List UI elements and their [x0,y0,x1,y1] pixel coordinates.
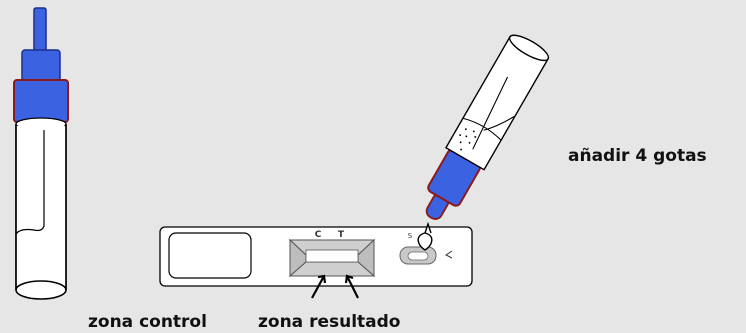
vial-body-fill [16,126,66,290]
arrow-result [346,275,359,299]
result-zone-label: zona resultado [258,312,401,332]
add-drops-label: añadir 4 gotas [568,146,707,166]
result-pointers [311,274,359,299]
marker-s: S [408,232,413,240]
dropper-tube-end [508,34,550,62]
cassette-control-window [168,232,252,279]
dropper-particles [459,128,477,151]
flow-arrow-icon [445,250,453,259]
vial-cap-upper [21,49,61,83]
marker-t: T [338,230,345,240]
control-zone-label: zona control [88,312,207,332]
marker-c: C [315,230,322,240]
vial-swab-line [15,130,45,235]
upright-vial [13,7,69,300]
cassette-result-strip [305,249,359,263]
vial-cap-collar [13,79,69,123]
vial-bottom [15,280,67,300]
vial-nozzle [33,7,47,53]
dropper-swab [472,76,516,150]
arrow-control [311,275,325,299]
drop-icon [417,221,433,251]
dropper-vial [425,34,550,220]
test-cassette: C T S [159,226,473,287]
